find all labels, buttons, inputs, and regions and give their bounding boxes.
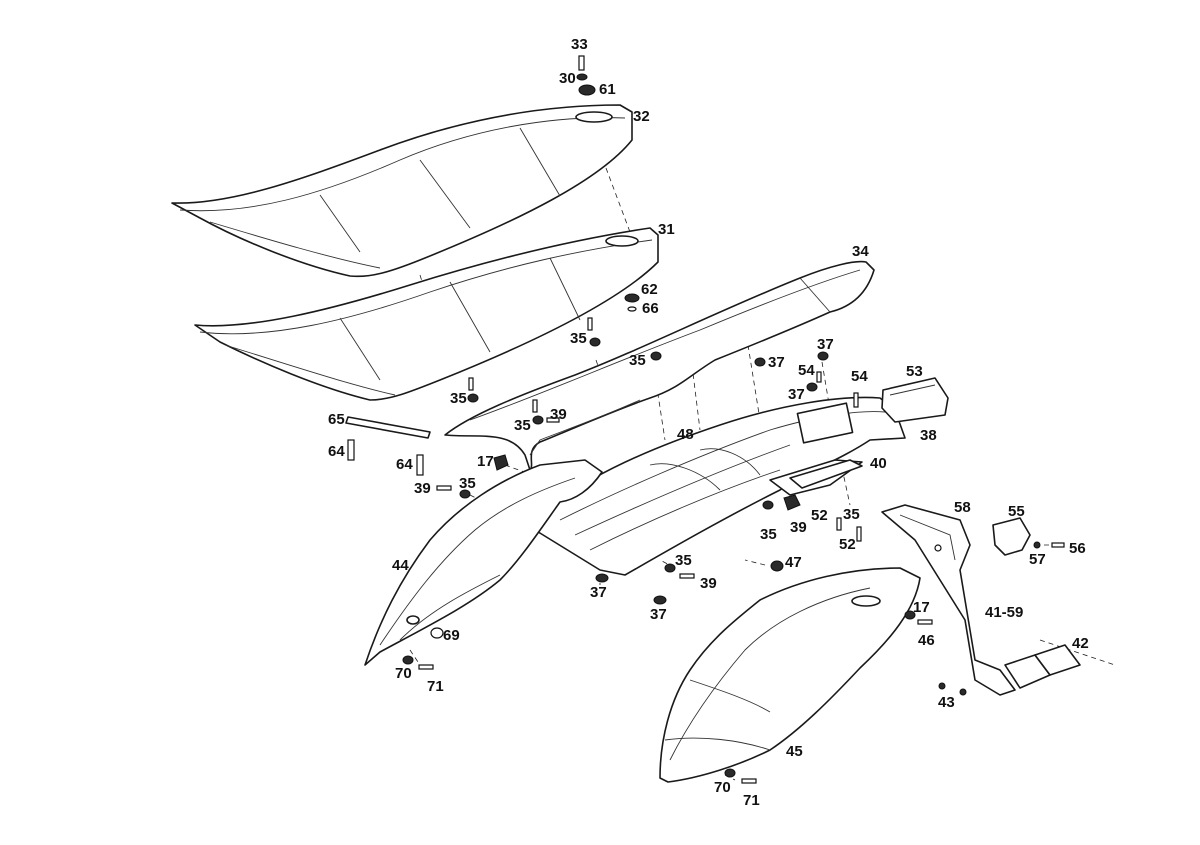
callout: 44 <box>392 557 409 574</box>
callout: 32 <box>633 108 650 125</box>
callout: 58 <box>954 499 971 516</box>
callout: 54 <box>798 362 815 379</box>
license-light <box>992 517 1031 556</box>
callout: 39 <box>700 575 717 592</box>
callout: 37 <box>590 584 607 601</box>
callout: 35 <box>843 506 860 523</box>
tail-light <box>881 377 949 423</box>
callout: 39 <box>790 519 807 536</box>
callout: 37 <box>768 354 785 371</box>
callout: 34 <box>852 243 869 260</box>
callout: 57 <box>1029 551 1046 568</box>
callout: 55 <box>1008 503 1025 520</box>
callout: 39 <box>550 406 567 423</box>
reflector-plate <box>1004 644 1081 689</box>
callout: 38 <box>920 427 937 444</box>
callout: 35 <box>570 330 587 347</box>
callout: 37 <box>788 386 805 403</box>
callout: 35 <box>760 526 777 543</box>
callout: 54 <box>851 368 868 385</box>
callout: 70 <box>395 665 412 682</box>
callout: 46 <box>918 632 935 649</box>
callout: 35 <box>514 417 531 434</box>
callout: 40 <box>870 455 887 472</box>
callout: 41-59 <box>985 604 1023 621</box>
callout: 35 <box>675 552 692 569</box>
callout: 48 <box>677 426 694 443</box>
callout: 47 <box>785 554 802 571</box>
callout: 69 <box>443 627 460 644</box>
callout: 66 <box>642 300 659 317</box>
callout: 17 <box>477 453 494 470</box>
callout: 35 <box>459 475 476 492</box>
callout: 37 <box>650 606 667 623</box>
callout: 35 <box>450 390 467 407</box>
callout: 17 <box>913 599 930 616</box>
callout: 43 <box>938 694 955 711</box>
trim-strip <box>345 416 431 439</box>
side-cover-left <box>364 459 603 666</box>
callout: 39 <box>414 480 431 497</box>
callout: 53 <box>906 363 923 380</box>
callout: 52 <box>811 507 828 524</box>
callout: 64 <box>328 443 345 460</box>
fasteners <box>347 55 1065 784</box>
callout: 71 <box>427 678 444 695</box>
callout: 35 <box>629 352 646 369</box>
license-plate-bracket <box>881 504 1016 696</box>
seat-upper <box>171 104 633 278</box>
callout: 64 <box>396 456 413 473</box>
seat-lower <box>194 227 659 401</box>
side-cover-right <box>659 567 921 783</box>
callout: 71 <box>743 792 760 809</box>
callout: 61 <box>599 81 616 98</box>
callout: 42 <box>1072 635 1089 652</box>
callout: 70 <box>714 779 731 796</box>
callout: 62 <box>641 281 658 298</box>
mud-flap-bracket <box>789 459 863 489</box>
callout: 45 <box>786 743 803 760</box>
callout: 65 <box>328 411 345 428</box>
callout: 30 <box>559 70 576 87</box>
callout: 31 <box>658 221 675 238</box>
callout: 56 <box>1069 540 1086 557</box>
callout: 33 <box>571 36 588 53</box>
callout: 37 <box>817 336 834 353</box>
callout: 52 <box>839 536 856 553</box>
callout-labels: 33 30 61 32 31 34 62 66 35 35 37 37 54 5… <box>328 36 1089 809</box>
